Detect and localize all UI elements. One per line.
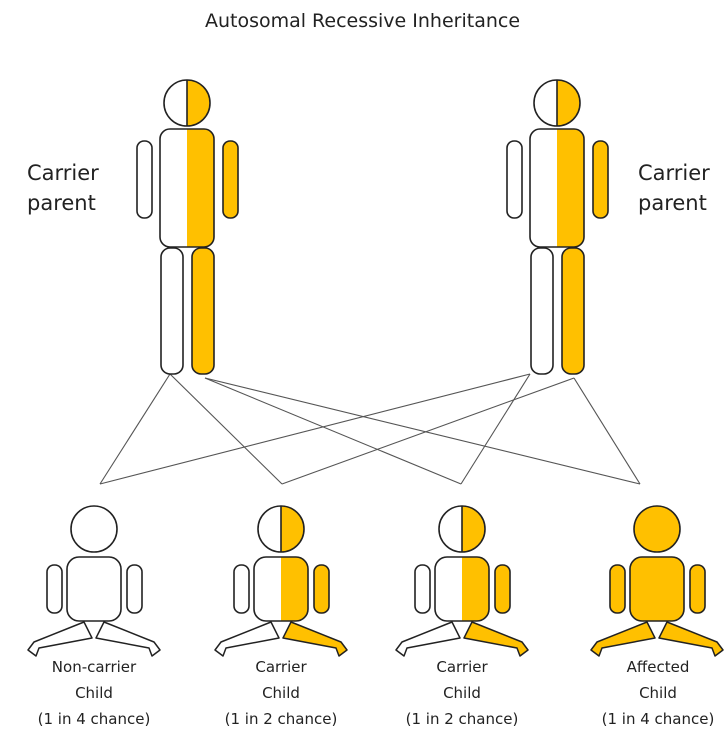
child-label-non-carrier: Non-carrier Child (1 in 4 chance)	[9, 654, 179, 732]
child-label-line2: Child	[75, 684, 113, 702]
child-label-line3: (1 in 4 chance)	[601, 710, 715, 728]
parent-arm-left	[506, 140, 523, 219]
parent-label-right-line2: parent	[638, 191, 707, 215]
child-label-line2: Child	[262, 684, 300, 702]
child-label-line1: Carrier	[436, 658, 488, 676]
parent-label-left: Carrier parent	[27, 158, 99, 218]
child-torso	[253, 556, 309, 622]
parent-leg-right	[561, 247, 585, 375]
child-leg-right	[658, 621, 724, 657]
inheritance-line	[460, 373, 531, 485]
child-label-carrier-2: Carrier Child (1 in 2 chance)	[377, 654, 547, 732]
child-leg-left	[395, 621, 461, 657]
inheritance-line	[169, 373, 283, 485]
parent-arm-left	[136, 140, 153, 219]
child-arm-right	[689, 564, 706, 614]
child-arm-right	[126, 564, 143, 614]
child-arm-right	[494, 564, 511, 614]
inheritance-line	[99, 373, 171, 485]
child-figure-2	[395, 505, 529, 657]
child-label-carrier-1: Carrier Child (1 in 2 chance)	[196, 654, 366, 732]
child-label-affected: Affected Child (1 in 4 chance)	[573, 654, 725, 732]
child-head	[70, 505, 118, 553]
parent-label-left-line2: parent	[27, 191, 96, 215]
child-leg-left	[590, 621, 656, 657]
parent-label-right-line1: Carrier	[638, 161, 710, 185]
parent-arm-right	[222, 140, 239, 219]
parent-torso	[529, 128, 585, 248]
diagram-title: Autosomal Recessive Inheritance	[204, 10, 521, 32]
inheritance-line	[204, 377, 462, 485]
child-arm-left	[609, 564, 626, 614]
child-label-line3: (1 in 2 chance)	[224, 710, 338, 728]
parent-label-right: Carrier parent	[638, 158, 710, 218]
child-arm-left	[414, 564, 431, 614]
child-label-line3: (1 in 4 chance)	[37, 710, 151, 728]
child-figure-3	[590, 505, 724, 657]
child-label-line1: Non-carrier	[51, 658, 137, 676]
child-torso	[629, 556, 685, 622]
inheritance-lines	[99, 373, 641, 485]
parent-leg-left	[530, 247, 554, 375]
child-label-line3: (1 in 2 chance)	[405, 710, 519, 728]
inheritance-line	[204, 377, 641, 485]
parent-figure-0	[136, 79, 239, 375]
parent-figure-1	[506, 79, 609, 375]
child-figure-0	[27, 505, 161, 657]
parent-torso	[159, 128, 215, 248]
child-leg-left	[27, 621, 93, 657]
child-label-line2: Child	[443, 684, 481, 702]
parent-arm-right	[592, 140, 609, 219]
child-label-line2: Child	[639, 684, 677, 702]
child-figure-1	[214, 505, 348, 657]
parent-leg-left	[160, 247, 184, 375]
child-arm-left	[46, 564, 63, 614]
inheritance-line	[99, 373, 531, 485]
child-label-line1: Affected	[626, 658, 690, 676]
child-leg-right	[463, 621, 529, 657]
inheritance-line	[281, 377, 575, 485]
child-head	[633, 505, 681, 553]
figures	[27, 79, 724, 657]
inheritance-line	[573, 377, 641, 485]
parent-label-left-line1: Carrier	[27, 161, 99, 185]
child-leg-right	[282, 621, 348, 657]
child-leg-left	[214, 621, 280, 657]
child-arm-left	[233, 564, 250, 614]
child-torso	[66, 556, 122, 622]
child-label-line1: Carrier	[255, 658, 307, 676]
child-arm-right	[313, 564, 330, 614]
parent-leg-right	[191, 247, 215, 375]
child-leg-right	[95, 621, 161, 657]
child-torso	[434, 556, 490, 622]
